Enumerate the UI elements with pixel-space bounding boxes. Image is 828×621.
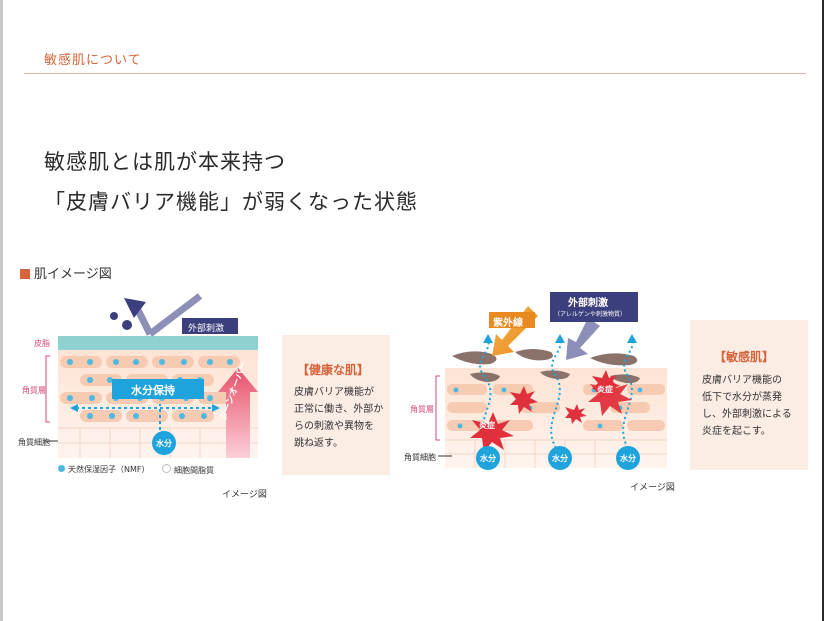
water-label: 水分 [156,439,172,448]
horny-layer-label-2: 角質層 [410,405,434,414]
sensitive-card-body: 皮膚バリア機能の 低下で水分が蒸発 し、外部刺激による 炎症を起こす。 [702,375,792,437]
water-label-3: 水分 [620,454,636,463]
horny-cell-label: 角質細胞 [18,438,50,447]
section-divider [24,73,806,74]
sebum-layer [58,336,258,350]
uv-tag [489,312,535,328]
healthy-skin-graphic [44,293,258,458]
nmf-dot-icon [58,465,65,472]
sebum-label: 皮脂 [34,339,50,348]
external-stimulus-label-2: 外部刺激 [568,298,608,309]
horny-layer-label: 角質層 [22,386,46,395]
sensitive-skin-graphic [435,292,667,470]
headline-line-1: 敏感肌とは肌が本来持つ [44,150,286,174]
moisture-hold-box [112,379,204,399]
sensitive-card-title: 【敏感肌】 [714,350,775,364]
external-stimulus-tag [182,318,238,334]
headline-line-2: 「皮膚バリア機能」が弱くなった状態 [44,190,418,214]
water-label-1: 水分 [480,454,496,463]
water-circle [152,431,176,455]
legend-lipid: 細胞間脂質 [162,464,214,476]
lipid-circle-icon [162,464,171,473]
water-label-2: 水分 [552,454,568,463]
healthy-card [282,335,390,475]
left-border [0,0,3,621]
inflammation-label-1: 炎症 [479,421,495,430]
evaporation-path-2 [550,339,562,449]
section-title: 敏感肌について [44,53,142,68]
right-border [822,0,824,621]
healthy-card-title: 【健康な肌】 [297,363,370,377]
evaporation-path-3 [622,339,634,449]
healthy-caption: イメージ図 [222,490,267,500]
external-stimulus-sub-label: （アレルゲンや刺激物質） [554,311,627,318]
external-stimulus-tag-2 [550,292,638,322]
horny-cell-label-2: 角質細胞 [404,453,436,462]
sensitive-card [690,320,808,470]
inflammation-label-2: 炎症 [597,385,613,394]
external-stimulus-label: 外部刺激 [188,324,225,334]
legend-nmf: 天然保湿因子（NMF） [58,464,150,475]
external-arrow [566,318,600,360]
figure-heading: 肌イメージ図 [20,263,112,282]
turnover-arrow [218,368,258,458]
sensitive-caption: イメージ図 [630,483,675,493]
heading-marker [20,269,30,279]
inflammation-bursts [470,370,632,452]
moisture-hold-label: 水分保持 [131,384,175,397]
figure-heading-text: 肌イメージ図 [34,267,112,282]
foreign-particle [110,312,118,320]
uv-label: 紫外線 [493,318,523,329]
healthy-card-body: 皮膚バリア機能が 正常に働き、外部か らの刺激や異物を 跳ね返す。 [294,387,384,449]
